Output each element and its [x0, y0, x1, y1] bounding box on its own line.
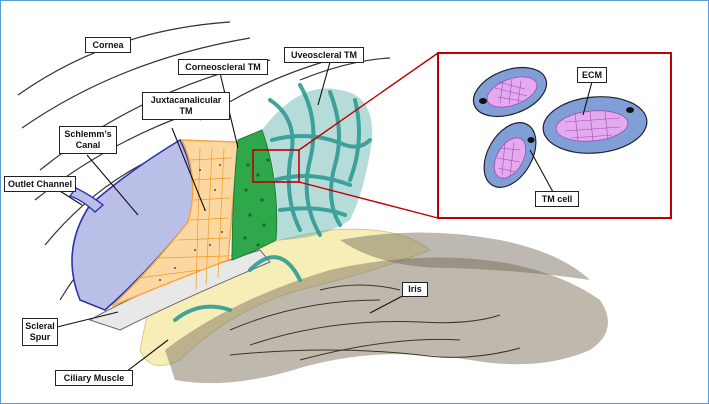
juxtacanalicular-tm-shape [111, 139, 239, 307]
tm-cell-3 [483, 122, 537, 188]
label-cornea: Cornea [85, 37, 131, 53]
juxta-mesh [137, 147, 233, 291]
label-ecm: ECM [577, 67, 607, 83]
label-outlet-channel: Outlet Channel [4, 176, 76, 192]
label-ciliary-muscle: Ciliary Muscle [55, 370, 133, 386]
zoom-line-top [298, 52, 439, 151]
tm-cell-2 [542, 96, 648, 154]
uveo-network [173, 83, 372, 322]
label-iris: Iris [402, 282, 428, 297]
label-uveoscleral-tm: Uveoscleral TM [284, 47, 364, 63]
tm-cell-1 [472, 66, 548, 118]
label-corneoscleral-tm: Corneoscleral TM [178, 59, 268, 75]
zoom-line-bottom [298, 181, 439, 219]
outlet-channel-shape [68, 187, 105, 213]
iris-folds [229, 284, 521, 361]
label-juxtacanalicular-tm: Juxtacanalicular TM [142, 92, 230, 120]
iris-shadow [340, 232, 590, 280]
corneoscleral-tm-shape [231, 129, 278, 261]
label-scleral-spur: Scleral Spur [22, 318, 58, 346]
label-tm-cell: TM cell [535, 191, 579, 207]
corneo-pores [243, 158, 270, 247]
label-schlemms-canal: Schlemm’s Canal [59, 126, 117, 154]
highlight-box [252, 149, 300, 183]
